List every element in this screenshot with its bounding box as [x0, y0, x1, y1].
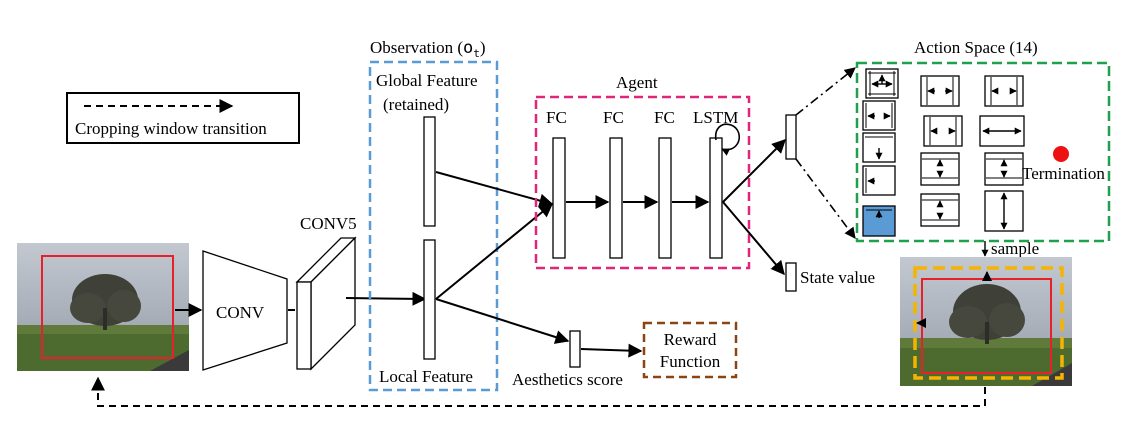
lstm-bar — [709, 137, 723, 259]
lstm-label: LSTM — [693, 108, 738, 127]
action-space-border — [855, 61, 1111, 243]
action-col-3 — [979, 75, 1025, 232]
fc3-bar — [658, 137, 672, 259]
expand-line-top — [795, 67, 856, 116]
reward-line2: Function — [660, 352, 721, 371]
termination-dot — [1053, 146, 1069, 162]
policy-bar — [785, 114, 797, 160]
input-image — [17, 243, 189, 371]
agent-panel: Agent FC FC FC LSTM — [534, 73, 751, 270]
fc1-bar — [552, 137, 566, 259]
aesthetics-bar — [569, 330, 581, 368]
legend-text: Cropping window transition — [75, 119, 267, 138]
reward-border — [642, 321, 738, 379]
output-crop-window-new — [913, 266, 1064, 380]
state-value-label: State value — [800, 268, 875, 287]
expand-line-bottom — [795, 158, 856, 239]
observation-panel: Observation (ot) Global Feature (retaine… — [368, 38, 499, 392]
termination-label: Termination — [1022, 164, 1105, 183]
observation-title: Observation (ot) — [370, 38, 486, 60]
action-col-1 — [862, 68, 899, 237]
conv-label: CONV — [216, 303, 265, 322]
state-value-bar — [785, 262, 797, 292]
local-feature-bar — [423, 239, 436, 360]
output-image — [900, 257, 1072, 386]
feedback-loop-arrow — [91, 376, 986, 407]
global-feature-label: Global Feature — [376, 71, 478, 90]
retained-label: (retained) — [383, 95, 449, 114]
fc1-label: FC — [546, 108, 567, 127]
aesthetics-score-label: Aesthetics score — [512, 370, 623, 389]
lstm-loop — [714, 123, 741, 156]
legend-box — [66, 92, 300, 144]
reward-function-box: Reward Function — [642, 321, 738, 379]
reward-line1: Reward — [664, 330, 717, 349]
conv5-label: CONV5 — [300, 214, 357, 233]
global-feature-bar — [423, 116, 436, 227]
agent-title: Agent — [616, 73, 658, 92]
conv-block: CONV — [202, 250, 288, 371]
action-space-title: Action Space (14) — [914, 38, 1038, 57]
sample-label: sample — [991, 239, 1039, 258]
fc2-bar — [609, 137, 623, 259]
agent-border — [534, 95, 751, 270]
observation-border — [368, 60, 499, 392]
input-crop-window — [41, 255, 174, 359]
fc3-label: FC — [654, 108, 675, 127]
action-col-2 — [920, 75, 963, 227]
local-feature-label: Local Feature — [379, 367, 473, 386]
fc2-label: FC — [603, 108, 624, 127]
conv5-block: CONV5 — [295, 214, 357, 371]
legend: Cropping window transition — [66, 92, 300, 144]
action-space-panel: Action Space (14) — [855, 38, 1111, 243]
